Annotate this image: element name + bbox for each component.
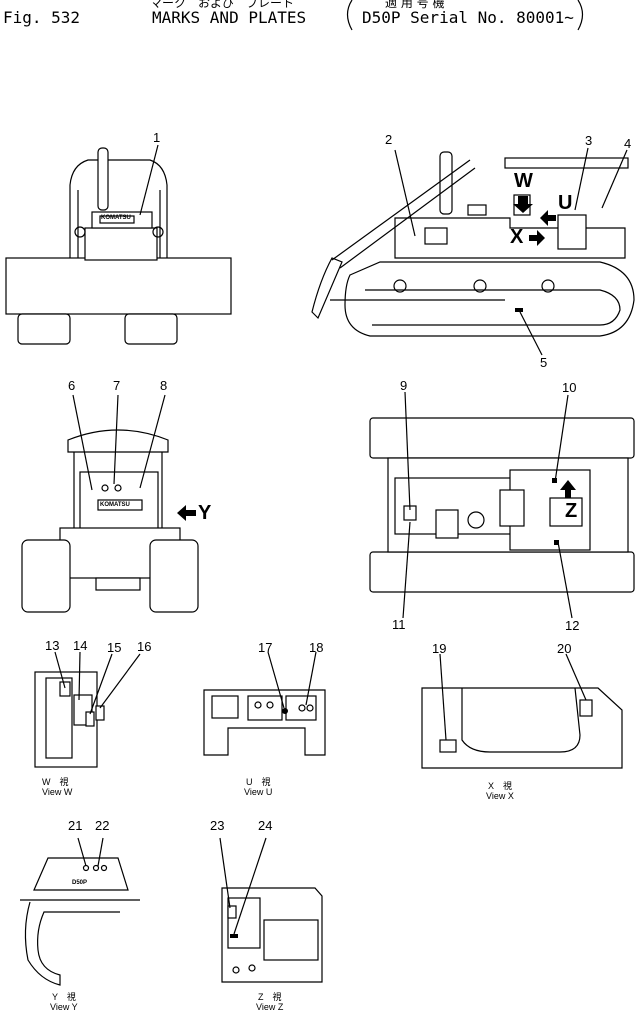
view-y-caption-jp: Y 視 — [52, 992, 76, 1002]
view-y-drawing — [20, 837, 140, 986]
side-view-drawing — [311, 147, 635, 356]
callout-1: 1 — [153, 130, 161, 145]
callout-16: 16 — [137, 639, 152, 654]
serial-open-paren — [346, 0, 353, 31]
callout-22: 22 — [95, 818, 110, 833]
view-y-arrow — [177, 505, 196, 521]
view-z-caption: View Z — [256, 1002, 284, 1012]
view-z-letter: Z — [565, 500, 578, 522]
view-u-arrow — [540, 210, 556, 226]
serial-range: D50P Serial No. 80001~ — [362, 8, 574, 27]
view-w-caption-jp: W 視 — [42, 777, 69, 787]
callout-19: 19 — [432, 641, 447, 656]
callout-24: 24 — [258, 818, 273, 833]
callout-8: 8 — [160, 378, 168, 393]
view-w-letter: W — [514, 170, 533, 192]
callout-15: 15 — [107, 640, 122, 655]
view-u-letter: U — [558, 192, 573, 214]
view-u-caption: View U — [244, 787, 273, 797]
rear-view-drawing — [21, 394, 199, 613]
callout-20: 20 — [557, 641, 572, 656]
view-x-caption: View X — [486, 791, 514, 801]
komatsu-mark-front: KOMATSU — [101, 215, 131, 221]
japanese-applicable-label: 適 用 号 機 — [385, 0, 445, 10]
japanese-title: マーク および プレート — [150, 0, 295, 10]
view-u-drawing — [203, 651, 326, 756]
callout-21: 21 — [68, 818, 83, 833]
view-z-drawing — [219, 837, 323, 983]
front-view-drawing — [5, 144, 232, 345]
view-x-arrow — [529, 230, 545, 246]
callout-4: 4 — [624, 136, 632, 151]
view-w-arrow — [513, 196, 533, 213]
callout-5: 5 — [540, 355, 548, 370]
callout-23: 23 — [210, 818, 225, 833]
view-x-caption-jp: X 視 — [488, 781, 513, 791]
view-u-caption-jp: U 視 — [246, 777, 271, 787]
callout-11: 11 — [392, 617, 406, 632]
view-x-letter: X — [510, 226, 524, 248]
callout-13: 13 — [45, 638, 60, 653]
callout-9: 9 — [400, 378, 408, 393]
view-z-caption-jp: Z 視 — [258, 992, 282, 1002]
top-view-drawing — [369, 391, 635, 619]
model-mark-view-y: D50P — [72, 880, 88, 886]
callout-7: 7 — [113, 378, 121, 393]
callout-2: 2 — [385, 132, 393, 147]
figure-number: Fig. 532 — [3, 8, 81, 27]
callout-3: 3 — [585, 133, 593, 148]
view-w-drawing — [34, 651, 141, 768]
view-z-arrow — [560, 480, 576, 498]
view-x-drawing — [421, 653, 623, 769]
callout-12: 12 — [565, 618, 580, 633]
serial-close-paren — [577, 0, 584, 31]
view-y-caption: View Y — [50, 1002, 78, 1012]
callout-17: 17 — [258, 640, 273, 655]
view-y-letter: Y — [198, 502, 212, 524]
figure-title: MARKS AND PLATES — [152, 8, 307, 27]
callout-6: 6 — [68, 378, 76, 393]
view-w-caption: View W — [42, 787, 73, 797]
callout-10: 10 — [562, 380, 577, 395]
callout-18: 18 — [309, 640, 324, 655]
komatsu-mark-rear: KOMATSU — [100, 502, 130, 508]
callout-14: 14 — [73, 638, 88, 653]
